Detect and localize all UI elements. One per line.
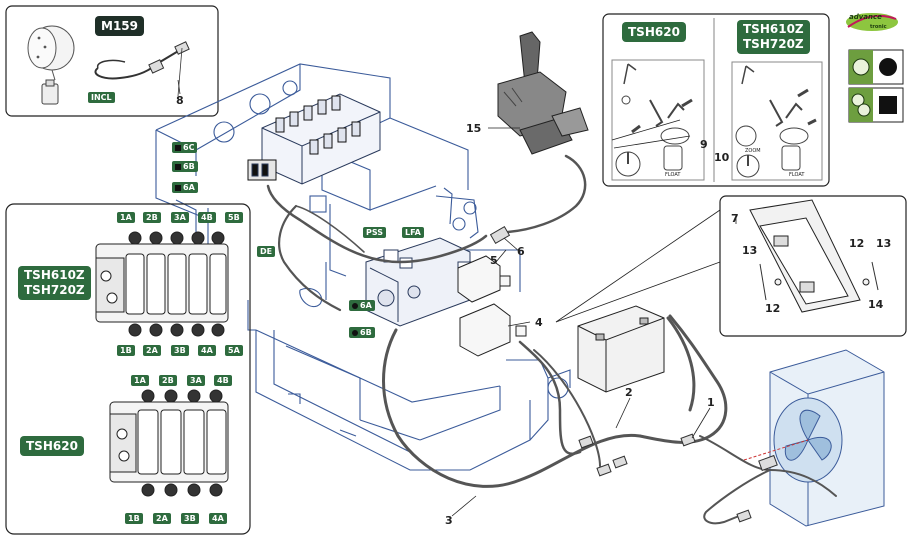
tsh620-valve-label: TSH620: [20, 436, 84, 456]
callout-7: 7: [731, 212, 739, 225]
radiator-fan: [743, 349, 885, 527]
callout-4: 4: [535, 316, 543, 329]
valve-5-section: [95, 231, 229, 337]
port-6b-text: 6B: [183, 162, 195, 171]
port-6a-label-top: 6A: [172, 182, 198, 193]
port-label: 5A: [225, 345, 243, 356]
tsh720z-text: TSH720Z: [743, 37, 804, 51]
port-label: 3A: [171, 212, 189, 223]
port-6a-label-pump: 6A: [349, 300, 375, 311]
port-label: 4B: [198, 212, 216, 223]
kit-box-frame: [5, 5, 219, 117]
callout-12-right: 12: [849, 237, 865, 250]
callout-14: 14: [868, 298, 884, 311]
square-marker-icon: [175, 163, 181, 170]
port-label: 1A: [131, 375, 149, 386]
port-6b-pump-text: 6B: [360, 328, 372, 337]
port-label: 4B: [214, 375, 232, 386]
valve-4-section: [109, 389, 229, 497]
relay-modules: [457, 255, 527, 357]
callout-10: 10: [714, 151, 730, 164]
port-6c-label: 6C: [172, 142, 198, 153]
valve-inset-frame: [5, 203, 251, 535]
kit-code-badge: M159: [95, 16, 144, 36]
zoom-label: ZOOM: [745, 148, 761, 154]
port-label: 2A: [153, 513, 171, 524]
callout-15: 15: [466, 122, 482, 135]
port-6b-label-pump: 6B: [349, 327, 375, 338]
kit-cable-part: [94, 41, 190, 97]
tsh610z-tsh720z-top-label: TSH610Z TSH720Z: [737, 20, 810, 54]
callout-1: 1: [707, 396, 715, 409]
brand-sub: tronic: [870, 24, 887, 30]
port-label: 4A: [209, 513, 227, 524]
callout-2: 2: [625, 386, 633, 399]
port-6a-pump-text: 6A: [360, 301, 372, 310]
tsh610z-tsh720z-valve-label: TSH610Z TSH720Z: [18, 266, 91, 300]
port-label: 2B: [159, 375, 177, 386]
callout-8: 8: [176, 94, 184, 107]
callout-13-right: 13: [876, 237, 892, 250]
legend-square-swatch: [848, 87, 904, 123]
valve-tsh720z-text: TSH720Z: [24, 283, 85, 297]
bracket-part: [749, 199, 879, 313]
joystick: [497, 31, 589, 155]
callout-13-left: 13: [742, 244, 758, 257]
square-marker-icon: [175, 144, 181, 151]
pss-label: PSS: [363, 227, 387, 238]
callout-9: 9: [700, 138, 708, 151]
port-label: 3B: [181, 513, 199, 524]
port-6c-text: 6C: [183, 143, 195, 152]
brand-name: advance: [849, 13, 882, 21]
port-6a-text: 6A: [183, 183, 195, 192]
callout-3: 3: [445, 514, 453, 527]
machine-frame: [155, 63, 571, 471]
brand-logo: [846, 13, 898, 31]
inset-leader-top: [555, 209, 721, 323]
float-label-right: FLOAT: [789, 172, 805, 178]
cable-connectors: [489, 225, 778, 523]
main-valve-block: [247, 93, 381, 185]
bracket-inset-frame: [719, 195, 907, 337]
battery: [577, 305, 665, 393]
tsh620-top-label: TSH620: [622, 22, 686, 42]
dot-marker-icon: [352, 329, 358, 336]
valve-tsh610z-text: TSH610Z: [24, 268, 85, 282]
port-label: 1B: [125, 513, 143, 524]
joystick-illustration-right: [731, 61, 823, 181]
tsh610z-text: TSH610Z: [743, 22, 804, 36]
incl-label: INCL: [88, 92, 115, 103]
callout-12-left: 12: [765, 302, 781, 315]
kit-connector-part: [41, 79, 59, 105]
port-6b-label-top: 6B: [172, 161, 198, 172]
joystick-panel-frame: [602, 13, 830, 187]
square-marker-icon: [175, 184, 181, 191]
joystick-illustration-left: [611, 59, 705, 181]
port-label: 1A: [117, 212, 135, 223]
port-label: 2B: [143, 212, 161, 223]
port-label: 4A: [198, 345, 216, 356]
de-label: DE: [257, 246, 276, 257]
dot-marker-icon: [352, 302, 358, 309]
callout-6: 6: [517, 245, 525, 258]
callout-5: 5: [490, 254, 498, 267]
kit-cap-part: [27, 25, 75, 81]
inset-leader-bottom: [555, 261, 721, 323]
legend-dot-swatch: [848, 49, 904, 85]
callout-leaders: [177, 79, 737, 517]
port-label: 2A: [143, 345, 161, 356]
wiring-harness: [266, 154, 837, 525]
lfa-label: LFA: [402, 227, 424, 238]
port-label: 3B: [171, 345, 189, 356]
port-label: 5B: [225, 212, 243, 223]
port-label: 3A: [187, 375, 205, 386]
float-label-left: FLOAT: [665, 172, 681, 178]
port-label: 1B: [117, 345, 135, 356]
